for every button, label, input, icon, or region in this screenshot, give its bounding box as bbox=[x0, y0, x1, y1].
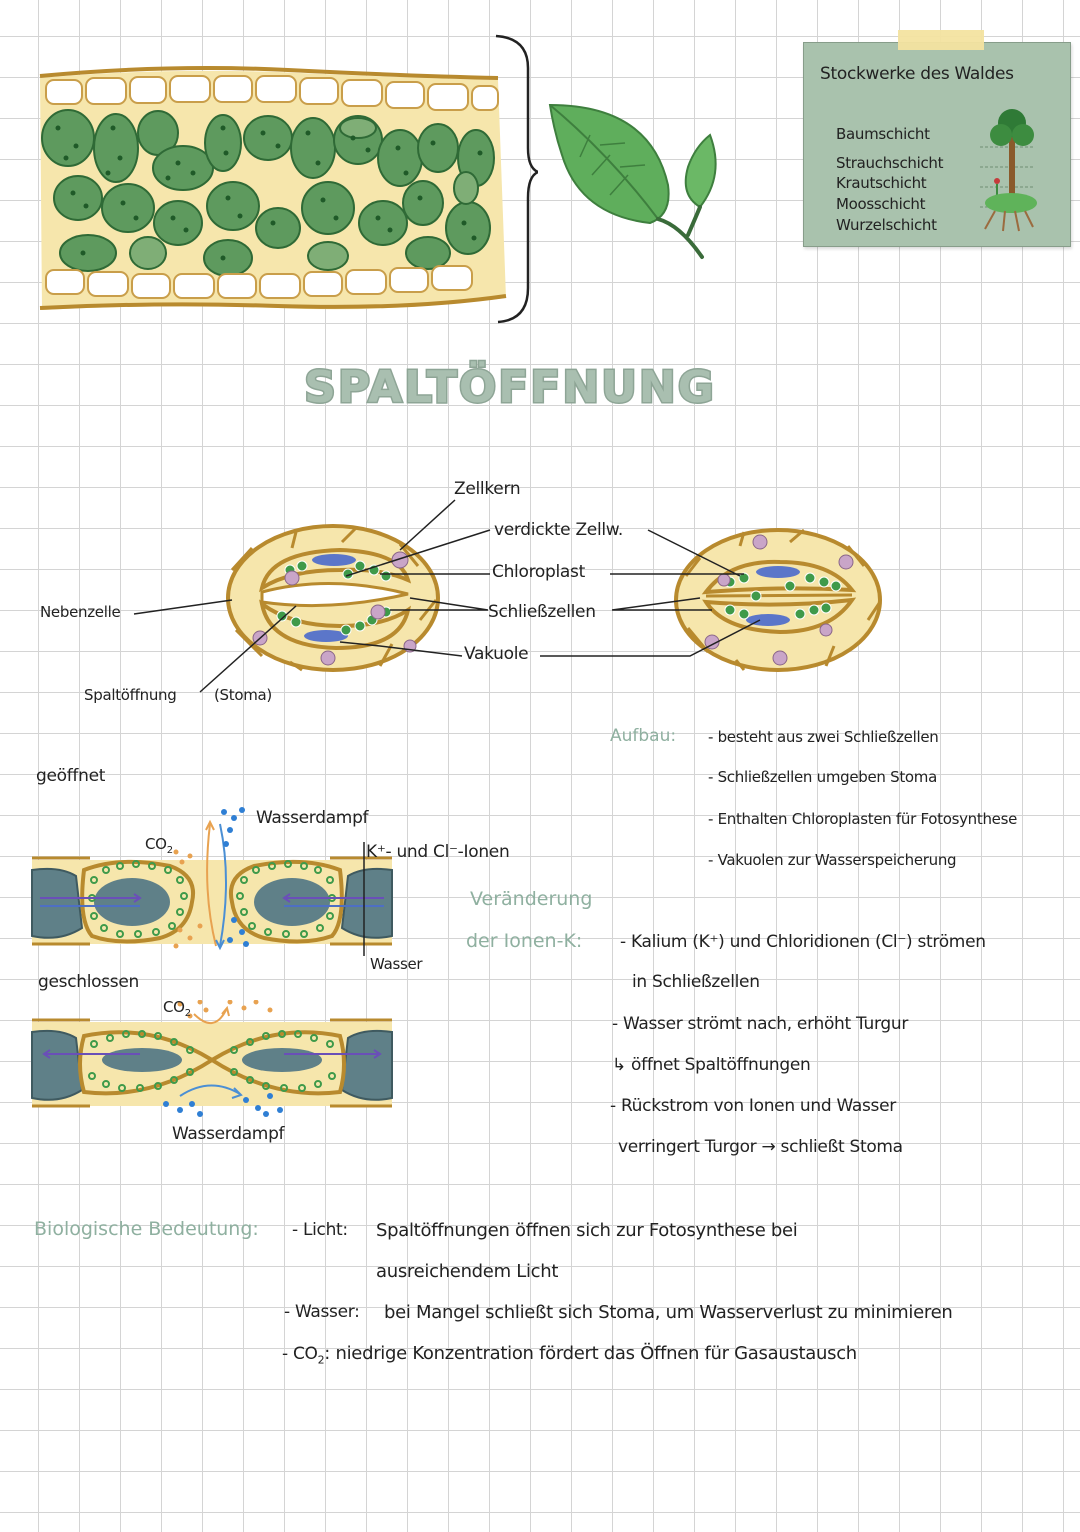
label-wasserdampf-open: Wasserdampf bbox=[256, 808, 369, 828]
label-vakuole: Vakuole bbox=[464, 644, 529, 664]
label-co2-open: CO2 bbox=[145, 835, 173, 856]
veraenderung-line: - Kalium (K⁺) und Chloridionen (Cl⁻) str… bbox=[620, 932, 986, 952]
veraenderung-line: in Schließzellen bbox=[632, 972, 760, 992]
label-nebenzelle: Nebenzelle bbox=[40, 603, 121, 621]
veraenderung-line: - Wasser strömt nach, erhöht Turgur bbox=[612, 1014, 909, 1034]
label-zellwand: verdickte Zellw. bbox=[494, 520, 623, 540]
bedeutung-wasser-text: bei Mangel schließt sich Stoma, um Wasse… bbox=[384, 1302, 953, 1323]
aufbau-item: - besteht aus zwei Schließzellen bbox=[708, 728, 939, 746]
closed-stoma-diagram bbox=[31, 1000, 393, 1117]
stoma-diagrams bbox=[133, 499, 882, 693]
forest-layer: Wurzelschicht bbox=[836, 216, 937, 234]
label-stoma: (Stoma) bbox=[214, 686, 272, 704]
label-spaltoeffnung: Spaltöffnung bbox=[84, 686, 177, 704]
label-wasser: Wasser bbox=[370, 955, 423, 973]
bedeutung-licht-label: - Licht: bbox=[292, 1220, 348, 1240]
tree-icon bbox=[980, 109, 1037, 232]
open-stoma-diagram bbox=[31, 807, 393, 956]
bedeutung-co2: - CO2: niedrige Konzentration fördert da… bbox=[282, 1343, 857, 1367]
label-closed: geschlossen bbox=[38, 972, 139, 992]
bedeutung-heading: Biologische Bedeutung: bbox=[34, 1218, 259, 1240]
label-open: geöffnet bbox=[36, 766, 106, 786]
label-schliesszellen: Schließzellen bbox=[488, 602, 596, 622]
bedeutung-licht-text-2: ausreichendem Licht bbox=[376, 1261, 559, 1282]
label-chloroplast: Chloroplast bbox=[492, 562, 585, 582]
bedeutung-licht-text: Spaltöffnungen öffnen sich zur Fotosynth… bbox=[376, 1220, 798, 1241]
tape bbox=[898, 30, 984, 50]
veraenderung-line: verringert Turgor → schließt Stoma bbox=[618, 1137, 903, 1157]
aufbau-item: - Vakuolen zur Wasserspeicherung bbox=[708, 851, 957, 869]
veraenderung-line: ↳ öffnet Spaltöffnungen bbox=[612, 1055, 811, 1075]
aufbau-item: - Enthalten Chloroplasten für Fotosynthe… bbox=[708, 810, 1018, 828]
label-co2-closed: CO2 bbox=[163, 998, 191, 1019]
forest-layer: Baumschicht bbox=[836, 125, 930, 143]
page-title: SPALTÖFFNUNG bbox=[303, 361, 716, 415]
veraenderung-line: - Rückstrom von Ionen und Wasser bbox=[610, 1096, 896, 1116]
label-zellkern: Zellkern bbox=[454, 479, 521, 499]
aufbau-item: - Schließzellen umgeben Stoma bbox=[708, 768, 937, 786]
label-wasserdampf-closed: Wasserdampf bbox=[172, 1124, 285, 1144]
forest-layer: Krautschicht bbox=[836, 174, 927, 192]
leaf-icon bbox=[548, 103, 717, 259]
aufbau-heading: Aufbau: bbox=[610, 726, 677, 746]
forest-layer: Strauchschicht bbox=[836, 154, 944, 172]
label-ions: K⁺- und Cl⁻-Ionen bbox=[366, 842, 510, 862]
forest-note-title: Stockwerke des Waldes bbox=[820, 64, 1014, 84]
leaf-cross-section bbox=[39, 34, 538, 324]
bedeutung-wasser-label: - Wasser: bbox=[284, 1302, 360, 1322]
veraenderung-heading-2: der Ionen-K: bbox=[466, 930, 583, 952]
veraenderung-heading: Veränderung bbox=[470, 888, 593, 910]
forest-layer: Moosschicht bbox=[836, 195, 926, 213]
